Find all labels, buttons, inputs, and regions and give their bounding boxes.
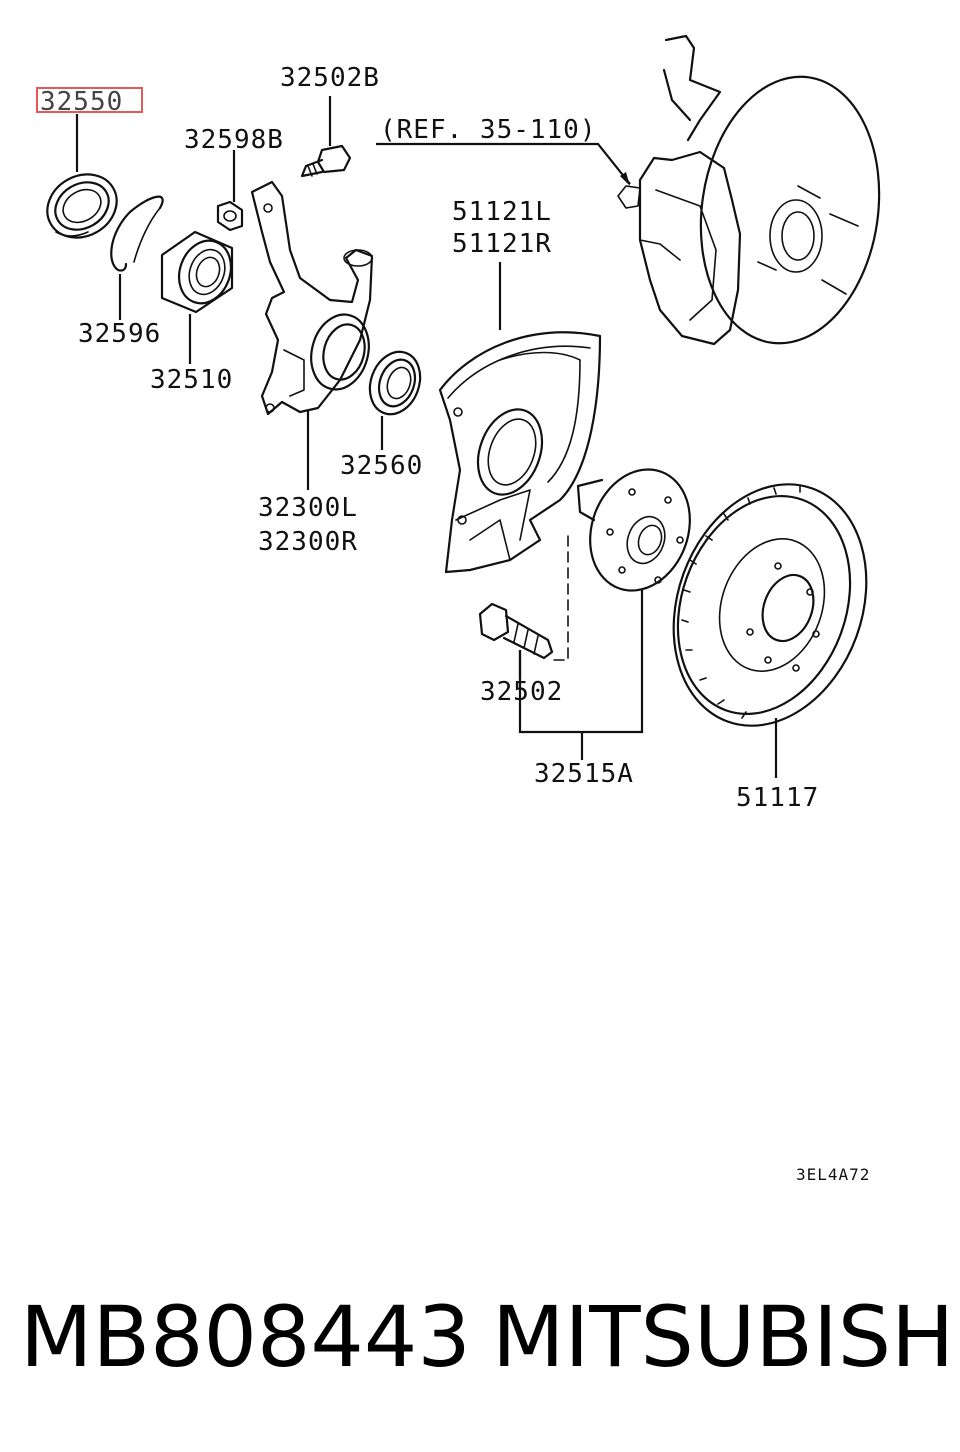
label-51117[interactable]: 51117	[736, 783, 819, 813]
highlight-box-32550	[36, 87, 143, 113]
drawing-code: 3EL4A72	[796, 1165, 870, 1184]
label-32550[interactable]: 32550	[40, 87, 123, 117]
oil-seal-32550	[46, 173, 118, 239]
label-51121R[interactable]: 51121R	[452, 229, 552, 259]
label-32300R[interactable]: 32300R	[258, 527, 358, 557]
label-32596[interactable]: 32596	[78, 319, 161, 349]
dust-seal-32560	[368, 350, 422, 416]
hub-bolt-32502	[478, 602, 554, 660]
wheel-hub-32515A	[576, 468, 691, 592]
snap-ring-32596	[110, 195, 164, 272]
label-32510[interactable]: 32510	[150, 365, 233, 395]
label-51121L[interactable]: 51121L	[452, 197, 552, 227]
label-32502[interactable]: 32502	[480, 677, 563, 707]
brand-name: MITSUBISHI	[492, 1288, 960, 1386]
dust-cover-51121	[438, 331, 602, 574]
label-32560[interactable]: 32560	[340, 451, 423, 481]
label-32300L[interactable]: 32300L	[258, 493, 358, 523]
brake-rotor-51117	[672, 483, 868, 727]
label-32598B[interactable]: 32598B	[184, 125, 284, 155]
label-32515A[interactable]: 32515A	[534, 759, 634, 789]
part-number: MB808443	[20, 1288, 471, 1386]
nut-32598B	[216, 200, 244, 232]
label-32502B[interactable]: 32502B	[280, 63, 380, 93]
steering-knuckle-32300	[250, 180, 374, 416]
wheel-bearing-32510	[160, 230, 234, 314]
label-ref-35-110[interactable]: (REF. 35-110)	[380, 115, 597, 145]
brake-caliper-assembly-ref	[617, 34, 881, 346]
bolt-32502B	[300, 144, 352, 178]
